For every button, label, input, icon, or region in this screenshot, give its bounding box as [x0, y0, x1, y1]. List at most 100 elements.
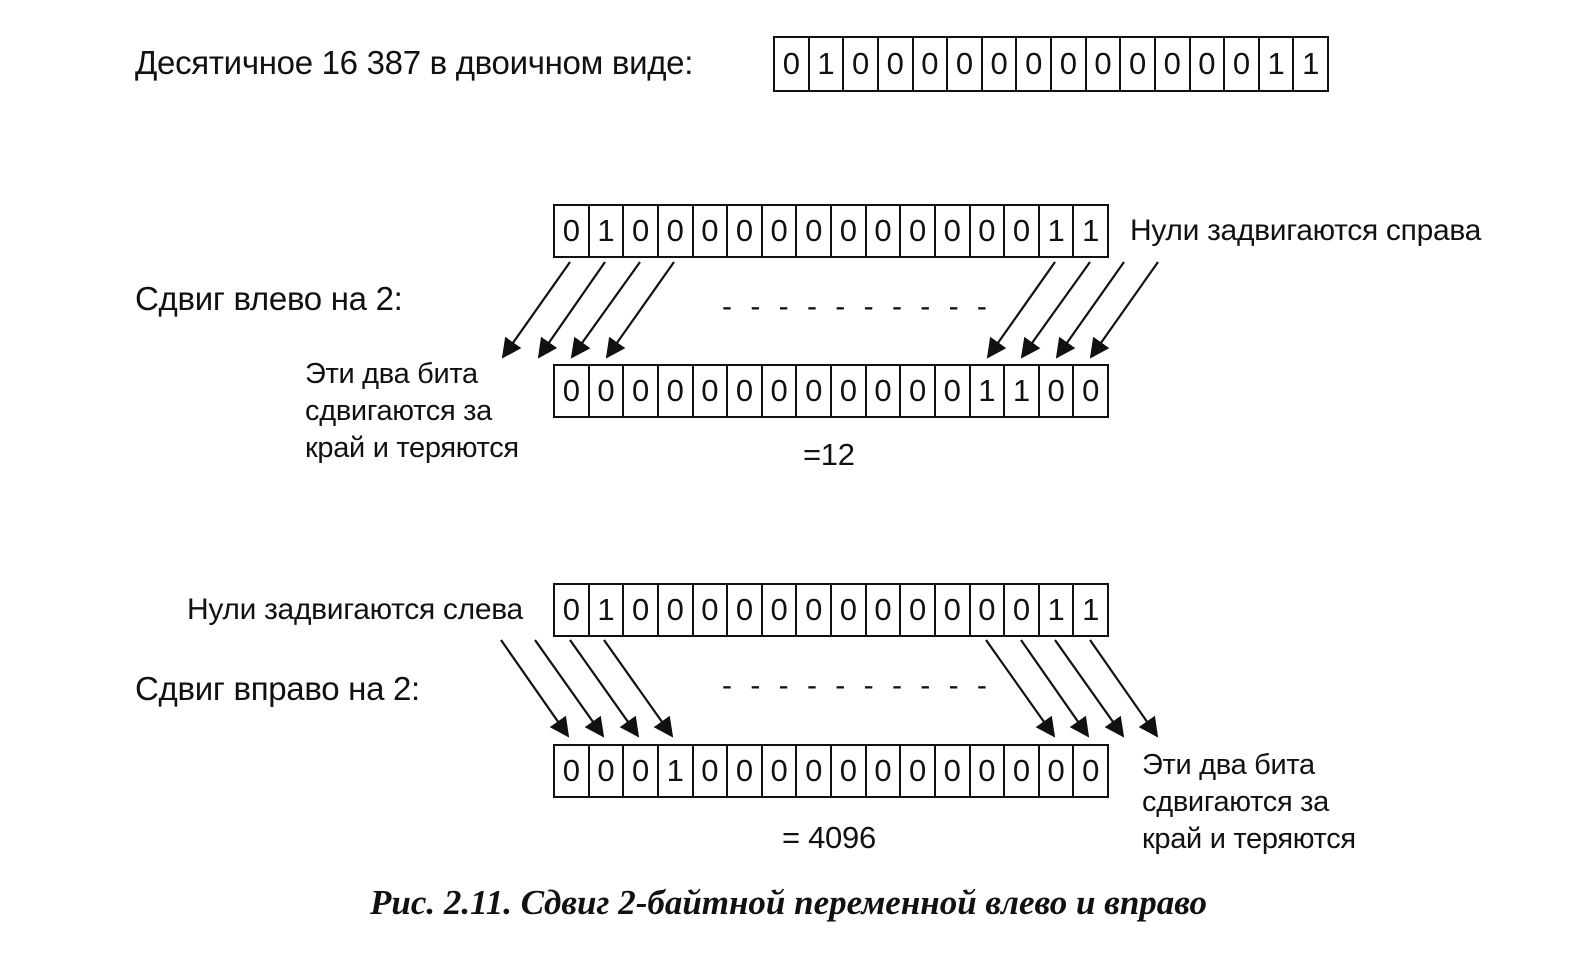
bit-cell: 0 — [899, 585, 934, 635]
bit-cell: 0 — [968, 746, 1004, 796]
bit-cell: 0 — [726, 585, 761, 635]
bit-cell: 0 — [691, 746, 727, 796]
bit-cell: 0 — [1072, 366, 1107, 416]
bit-cell: 0 — [1050, 38, 1085, 90]
arrow-shift-left-1 — [986, 261, 1056, 359]
bit-cell: 0 — [760, 206, 796, 256]
bit-cell: 0 — [562, 213, 580, 248]
arrow-shift-right-2 — [603, 639, 674, 738]
bit-cell: 0 — [691, 366, 727, 416]
arrow-lost-left-1 — [501, 261, 571, 359]
bit-cell: 1 — [587, 206, 623, 256]
bit-cell: 0 — [1003, 585, 1038, 635]
arrow-zero-in-right-2 — [1089, 261, 1159, 359]
right-lost-line-3: край и теряются — [1142, 823, 1356, 855]
bit-cell: 0 — [946, 38, 981, 90]
left-dashes: - - - - - - - - - - — [722, 290, 992, 323]
bit-cell: 0 — [876, 38, 912, 90]
bit-cell: 1 — [1037, 585, 1073, 635]
arrow-shift-right-1 — [569, 639, 640, 738]
bit-cell: 0 — [562, 592, 580, 627]
bit-cell: 0 — [1084, 38, 1120, 90]
right-shift-label: Сдвиг вправо на 2: — [135, 670, 420, 707]
bit-cell: 0 — [899, 366, 934, 416]
arrow-lost-right-3 — [1054, 639, 1125, 738]
bit-cell: 0 — [933, 585, 969, 635]
bit-cell: 0 — [1072, 746, 1107, 796]
bit-cell: 0 — [830, 366, 865, 416]
bit-cell: 0 — [691, 585, 727, 635]
bit-cell: 0 — [622, 206, 657, 256]
bit-cell: 0 — [864, 746, 900, 796]
arrow-lost-left-4 — [605, 261, 675, 359]
arrow-lost-left-2 — [537, 261, 606, 359]
bit-cell: 1 — [587, 585, 623, 635]
right-shift-result: = 4096 — [782, 820, 876, 855]
arrow-lost-right-4 — [1089, 639, 1159, 738]
bit-cell: 0 — [1153, 38, 1189, 90]
bit-cell: 0 — [864, 366, 900, 416]
left-shift-label: Сдвиг влево на 2: — [135, 280, 403, 317]
bit-cell: 0 — [1223, 38, 1258, 90]
arrow-zero-in-right-1 — [1055, 261, 1125, 359]
arrow-lost-left-3 — [570, 261, 641, 359]
bit-cell: 0 — [1015, 38, 1050, 90]
bit-cell: 1 — [1292, 38, 1327, 90]
bit-cell: 0 — [830, 206, 865, 256]
left-lost-line-2: сдвигаются за — [305, 395, 492, 427]
arrow-lost-right-1 — [985, 639, 1056, 738]
bit-cell: 0 — [842, 38, 877, 90]
right-lost-line-2: сдвигаются за — [1142, 786, 1329, 818]
bit-cell: 0 — [911, 38, 947, 90]
bit-cell: 1 — [656, 746, 692, 796]
arrow-zero-in-left-2 — [534, 639, 605, 738]
bit-cell: 0 — [980, 38, 1016, 90]
bit-cell: 0 — [830, 585, 865, 635]
bit-cell: 0 — [1037, 746, 1073, 796]
bit-cell: 0 — [933, 206, 969, 256]
bit-cell: 0 — [726, 366, 761, 416]
left-shift-result: =12 — [803, 437, 855, 472]
bit-cell: 0 — [795, 746, 830, 796]
bit-cell: 0 — [726, 746, 761, 796]
bit-cell: 0 — [622, 746, 657, 796]
bit-cell: 0 — [1119, 38, 1154, 90]
bit-cell: 0 — [782, 46, 800, 81]
arrow-zero-in-left-1 — [500, 639, 570, 738]
figure-caption: Рис. 2.11. Сдвиг 2-байтной переменной вл… — [370, 883, 1207, 922]
bit-cell: 1 — [1003, 366, 1038, 416]
right-lost-note: Эти два бита сдвигаются за край и теряют… — [1142, 747, 1356, 858]
bit-cell: 0 — [933, 366, 969, 416]
bit-cell: 1 — [807, 38, 843, 90]
bit-cell: 0 — [622, 585, 657, 635]
bit-cell: 1 — [1037, 206, 1073, 256]
bit-cell: 0 — [795, 366, 830, 416]
bit-cell: 1 — [1257, 38, 1293, 90]
bit-cell: 0 — [562, 373, 580, 408]
bit-cell: 0 — [656, 585, 692, 635]
right-dashes: - - - - - - - - - - — [722, 669, 992, 702]
bit-cell: 0 — [760, 746, 796, 796]
bit-cell: 0 — [899, 206, 934, 256]
bit-cell: 0 — [1188, 38, 1224, 90]
bit-cell: 0 — [1003, 206, 1038, 256]
bit-cell: 0 — [933, 746, 969, 796]
bit-cell: 0 — [864, 585, 900, 635]
right-zeros-note: Нули задвигаются слева — [187, 593, 523, 626]
bit-cell: 0 — [968, 206, 1004, 256]
bit-cell: 0 — [864, 206, 900, 256]
arrow-shift-left-2 — [1020, 261, 1091, 359]
bit-cell: 0 — [656, 366, 692, 416]
left-lost-line-3: край и теряются — [305, 432, 519, 464]
left-lost-note: Эти два бита сдвигаются за край и теряют… — [305, 356, 519, 467]
bit-cell: 1 — [968, 366, 1004, 416]
bit-cell: 0 — [1003, 746, 1038, 796]
bit-cell: 1 — [1072, 585, 1107, 635]
bit-cell: 0 — [760, 366, 796, 416]
bit-cell: 0 — [587, 746, 623, 796]
